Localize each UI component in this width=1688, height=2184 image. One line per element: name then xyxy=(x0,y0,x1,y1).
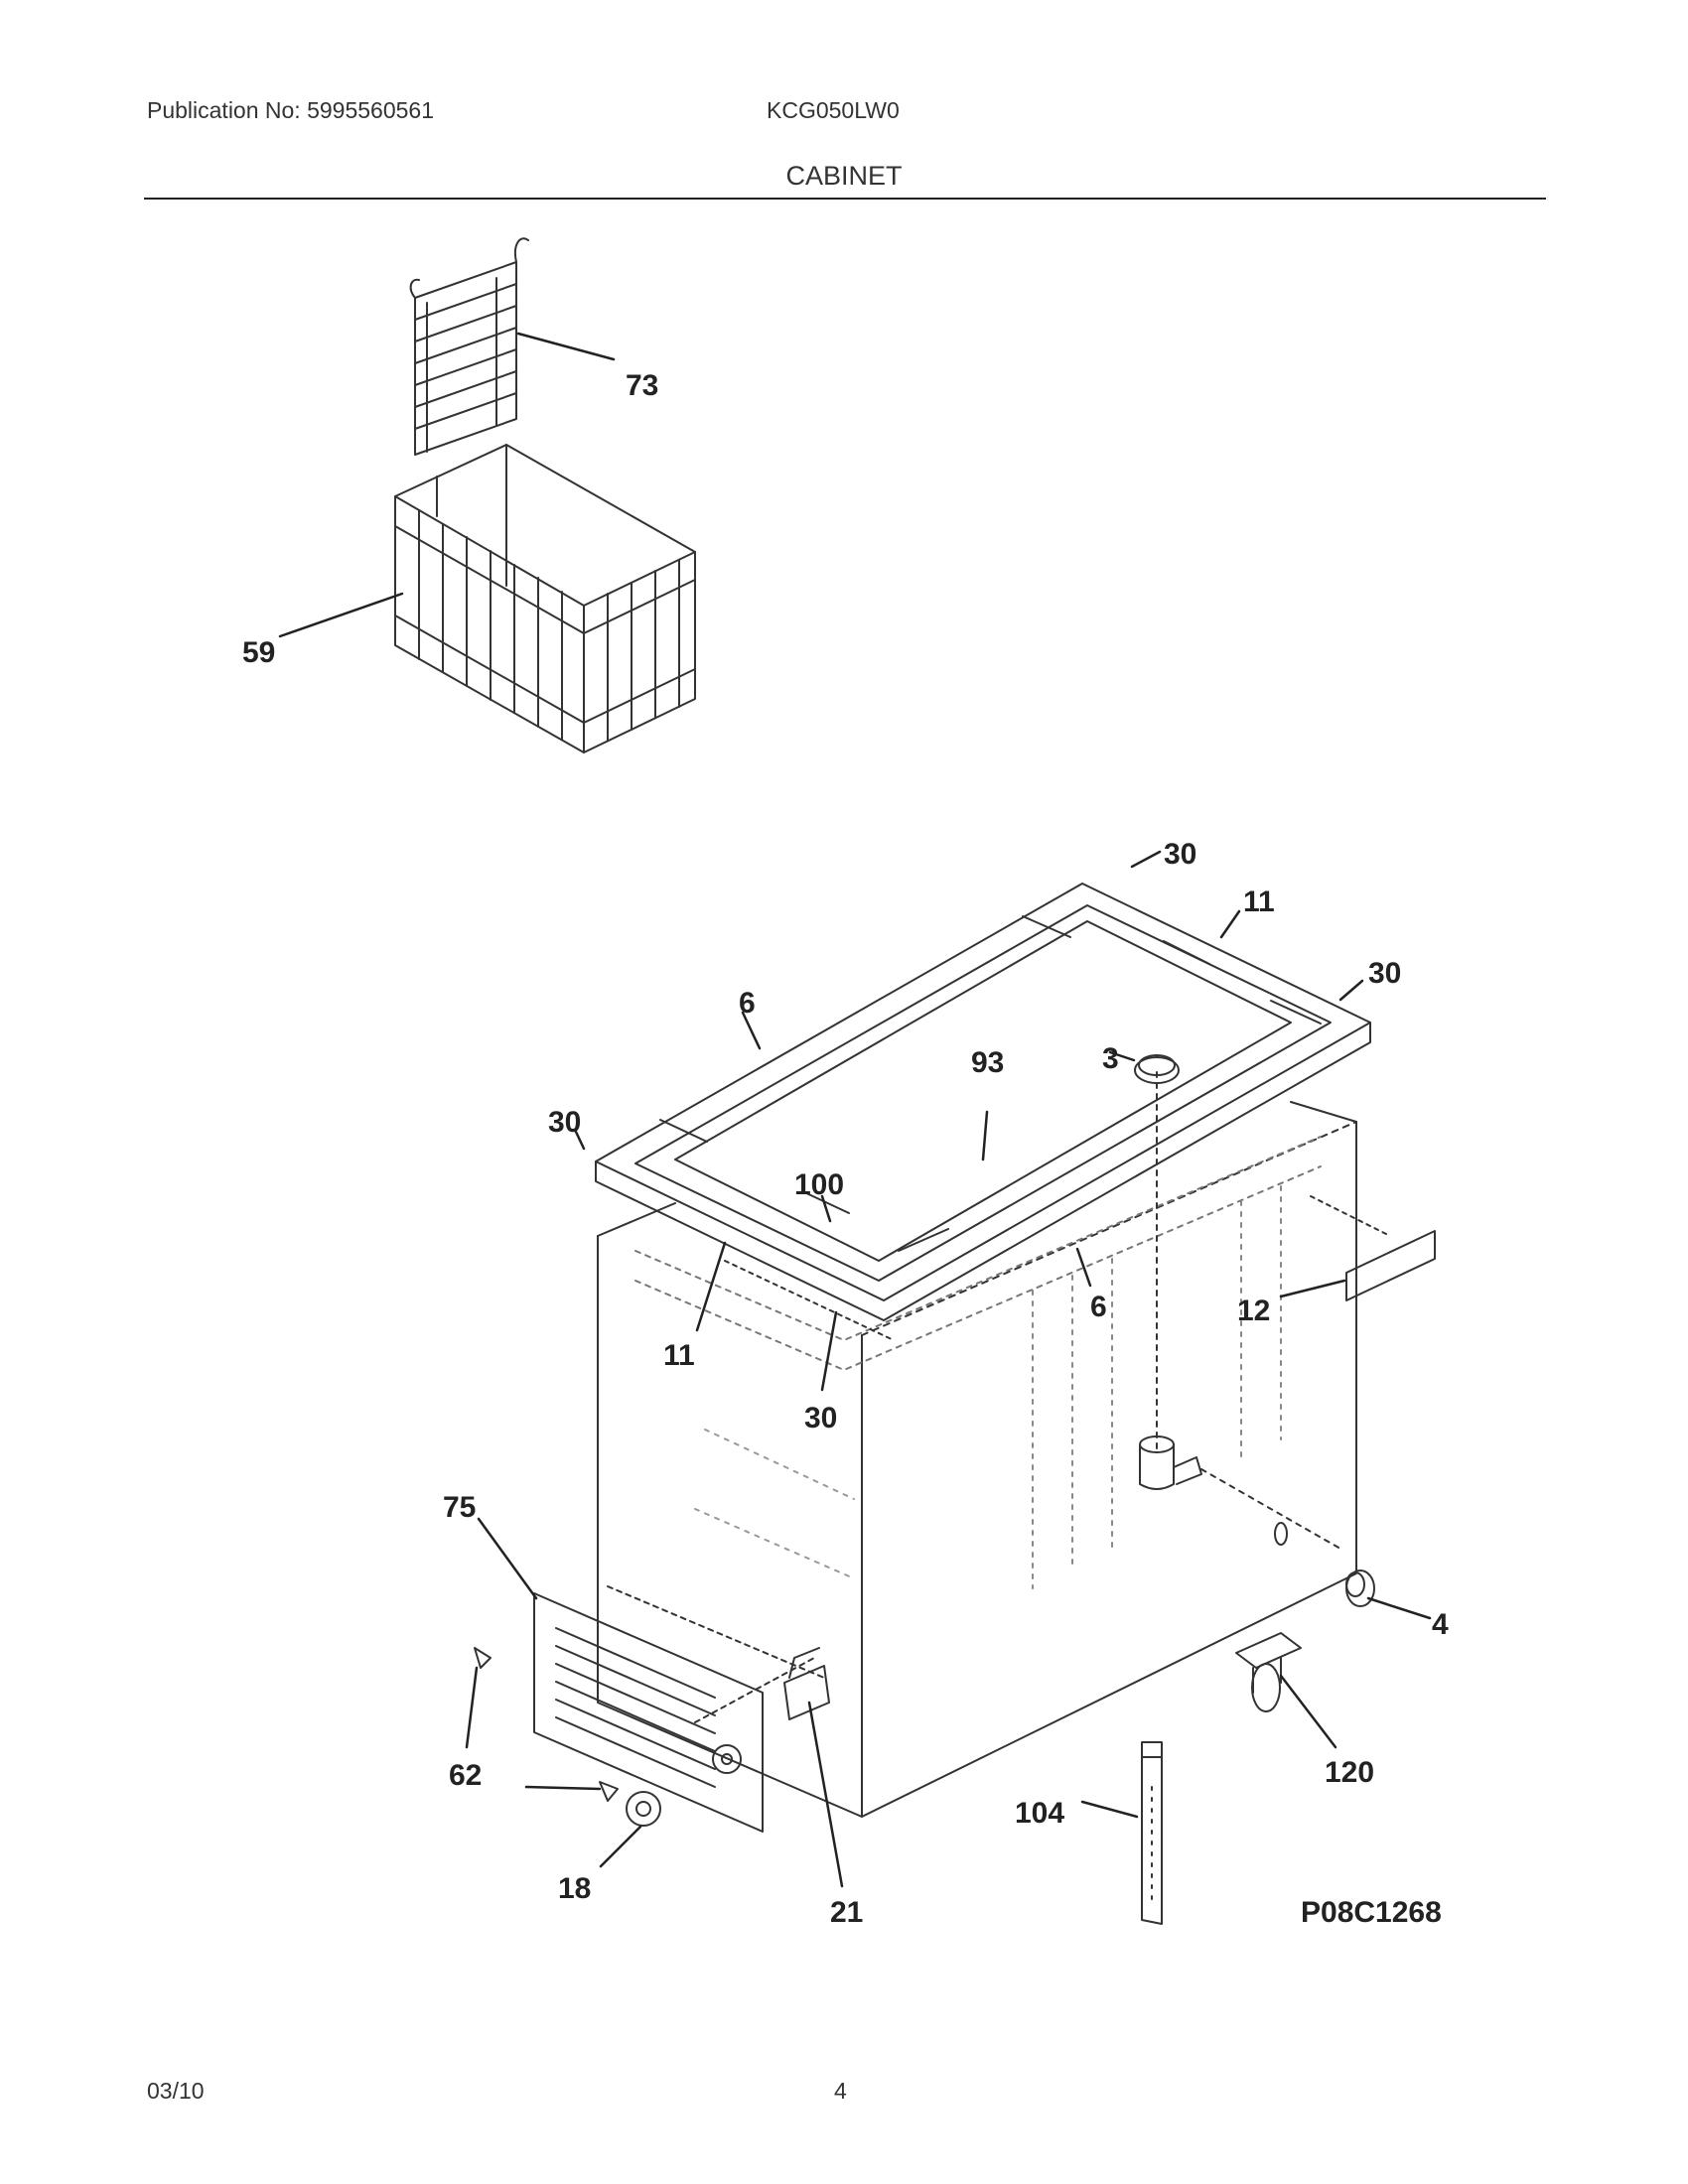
callout-100: 100 xyxy=(794,1168,844,1201)
header-divider xyxy=(144,198,1546,200)
callout-6-left: 6 xyxy=(739,987,756,1020)
callout-18: 18 xyxy=(558,1872,591,1905)
callout-62: 62 xyxy=(449,1759,482,1792)
callout-30-top: 30 xyxy=(1164,838,1196,871)
footer-date: 03/10 xyxy=(147,2078,205,2104)
callout-30-left: 30 xyxy=(548,1106,581,1139)
cabinet-body-drawing xyxy=(597,1071,1357,1818)
figure-code: P08C1268 xyxy=(1301,1896,1442,1929)
callout-3: 3 xyxy=(1102,1042,1119,1075)
divider-rack-drawing xyxy=(409,237,529,456)
callout-21: 21 xyxy=(830,1896,863,1929)
rear-panel-drawing xyxy=(533,1585,825,1833)
callout-120: 120 xyxy=(1325,1756,1374,1789)
gasket-frame-drawing xyxy=(595,883,1371,1341)
callout-30-right: 30 xyxy=(1368,957,1401,990)
basket-drawing xyxy=(394,444,696,753)
callout-104: 104 xyxy=(1015,1797,1064,1830)
callout-59: 59 xyxy=(242,636,275,669)
footer-page-number: 4 xyxy=(834,2078,847,2104)
publication-number: Publication No: 5995560561 xyxy=(147,97,435,123)
callout-12: 12 xyxy=(1237,1295,1270,1327)
callout-4: 4 xyxy=(1432,1608,1449,1641)
callout-11-bottom: 11 xyxy=(663,1339,695,1372)
callout-30-bottom: 30 xyxy=(804,1402,837,1434)
callout-6-right: 6 xyxy=(1090,1291,1107,1323)
callout-leaders xyxy=(278,332,1432,1888)
callout-93: 93 xyxy=(971,1046,1004,1079)
section-title: CABINET xyxy=(785,161,903,191)
callout-11-top: 11 xyxy=(1243,886,1275,918)
callout-73: 73 xyxy=(626,369,658,402)
label-strip-drawing xyxy=(1345,1230,1436,1301)
model-number: KCG050LW0 xyxy=(767,97,900,123)
callout-75: 75 xyxy=(443,1491,476,1524)
